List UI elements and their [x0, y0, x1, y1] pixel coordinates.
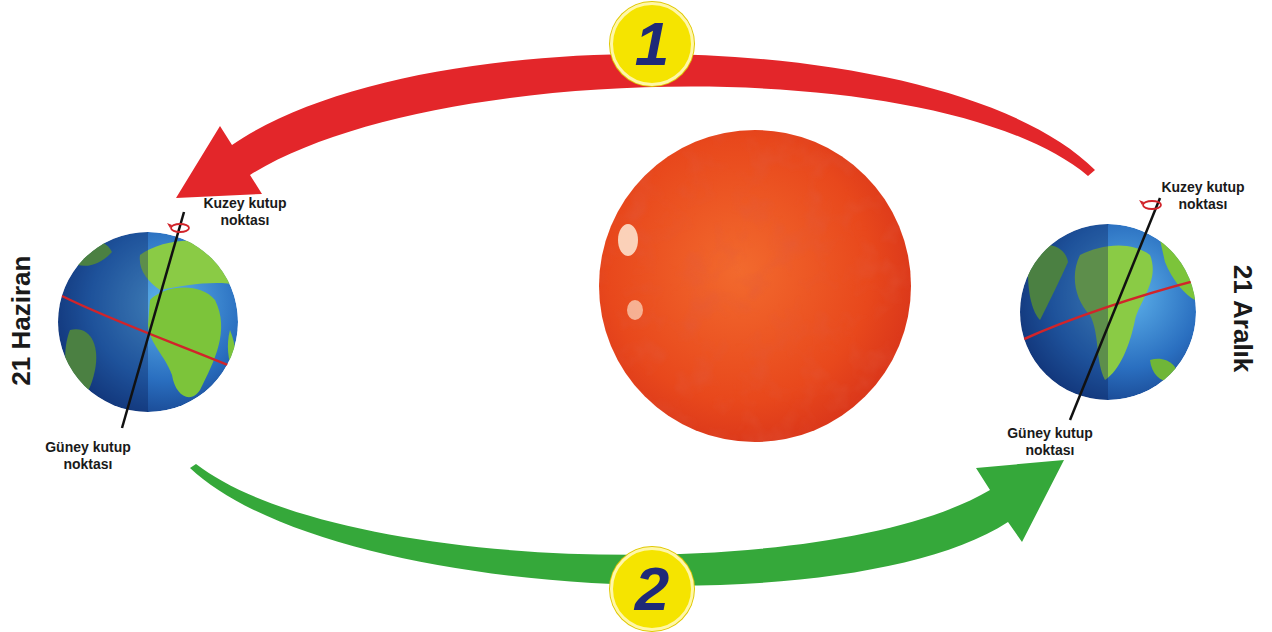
- earth: [58, 212, 240, 428]
- pole-label: Kuzey kutup noktası: [1143, 179, 1263, 213]
- date-label: 21 Haziran: [6, 255, 37, 385]
- callout-circle: 2: [610, 547, 694, 631]
- pole-label: Güney kutup noktası: [990, 425, 1110, 459]
- earth: [1020, 198, 1198, 420]
- pole-label: Kuzey kutup noktası: [185, 195, 305, 229]
- callout-circle: 1: [610, 2, 694, 86]
- callout-number: 1: [635, 13, 669, 75]
- pole-label: Güney kutup noktası: [28, 439, 148, 473]
- date-label: 21 Aralık: [1227, 264, 1258, 371]
- callout-number: 2: [635, 558, 669, 620]
- sun: [599, 130, 911, 442]
